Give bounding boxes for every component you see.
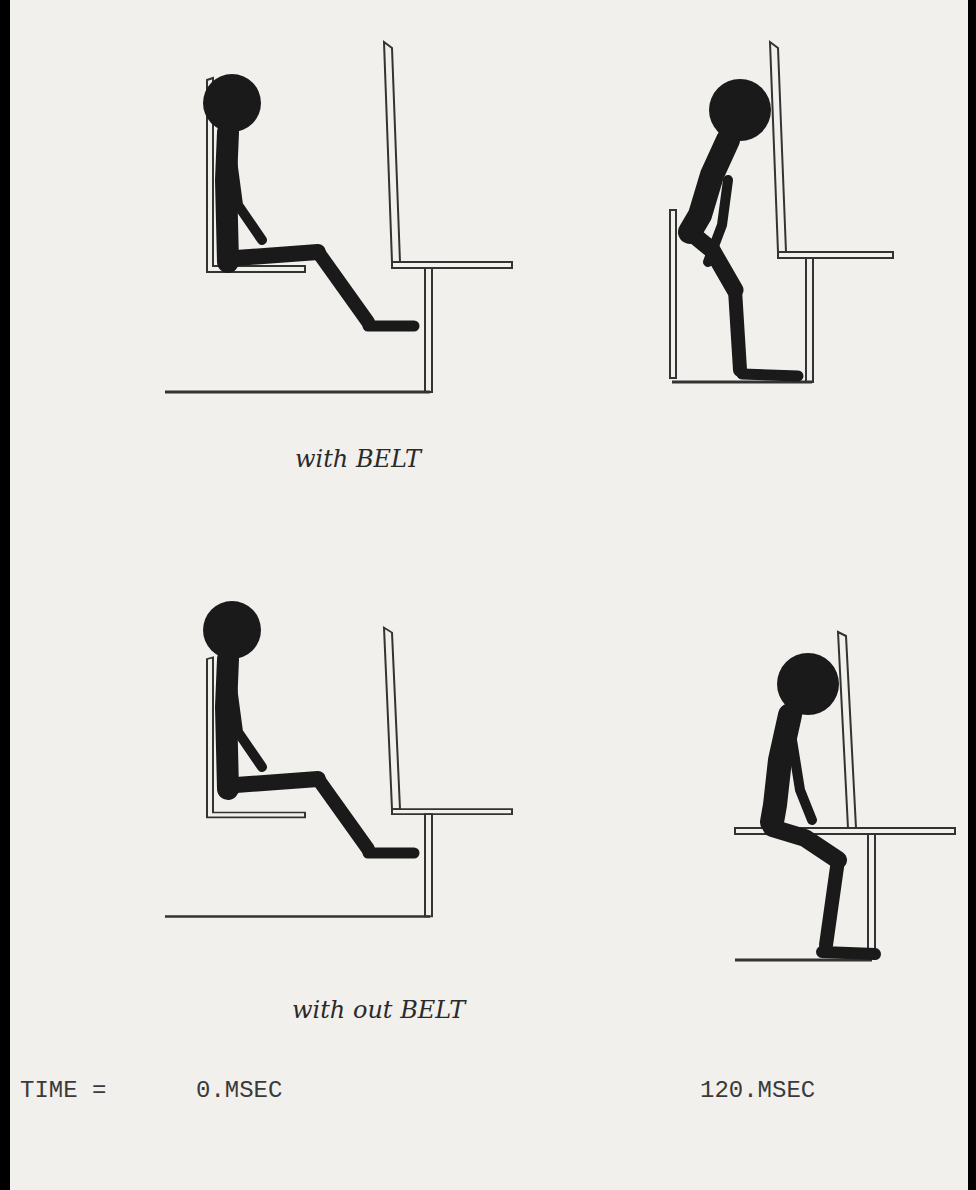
time-label: TIME = xyxy=(20,1077,106,1104)
time-value: 0.MSEC xyxy=(196,1077,282,1104)
case-label: with BELT xyxy=(295,445,421,473)
paper-ground xyxy=(10,0,968,1190)
time-value: 120.MSEC xyxy=(700,1077,815,1104)
case-label: with out BELT xyxy=(292,996,465,1024)
